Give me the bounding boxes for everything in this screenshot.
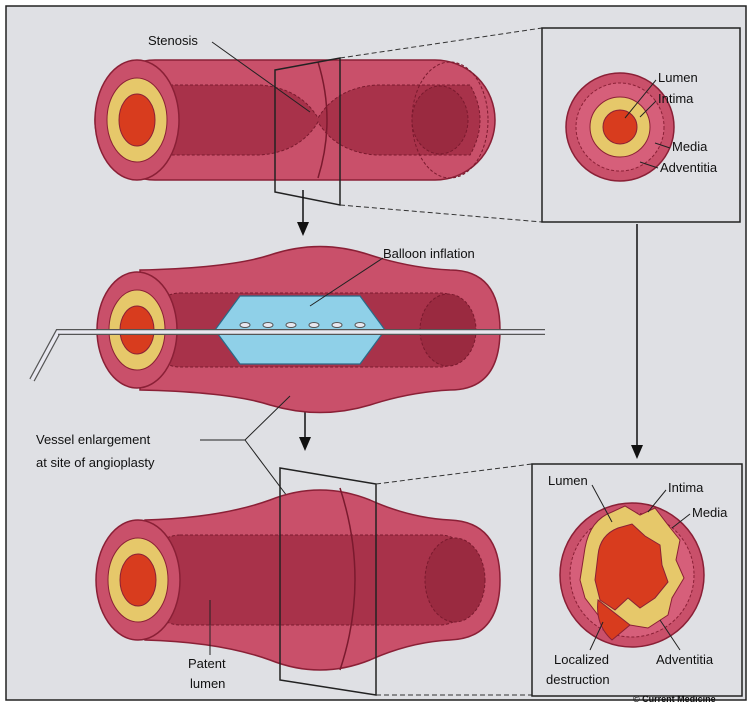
inset-bottom-media: Media: [692, 505, 728, 520]
inset-bottom-adventitia: Adventitia: [656, 652, 714, 667]
inset-bottom-intima: Intima: [668, 480, 704, 495]
label-patent-2: lumen: [190, 676, 225, 691]
inset-bottom-lumen: Lumen: [548, 473, 588, 488]
inset-top-intima: Intima: [658, 91, 694, 106]
inset-bottom-localized-2: destruction: [546, 672, 610, 687]
label-balloon-inflation: Balloon inflation: [383, 246, 475, 261]
inset-bottom-localized-1: Localized: [554, 652, 609, 667]
inset-top: Lumen Intima Media Adventitia: [542, 28, 740, 222]
label-vessel-enlargement-2: at site of angioplasty: [36, 455, 155, 470]
inset-top-adventitia: Adventitia: [660, 160, 718, 175]
label-stenosis: Stenosis: [148, 33, 198, 48]
inset-top-lumen: Lumen: [658, 70, 698, 85]
label-patent-1: Patent: [188, 656, 226, 671]
credit-text: © Current Medicine: [633, 694, 716, 704]
label-vessel-enlargement-1: Vessel enlargement: [36, 432, 151, 447]
inset-top-media: Media: [672, 139, 708, 154]
inset-bottom: Lumen Intima Media Localized destruction…: [532, 464, 742, 696]
